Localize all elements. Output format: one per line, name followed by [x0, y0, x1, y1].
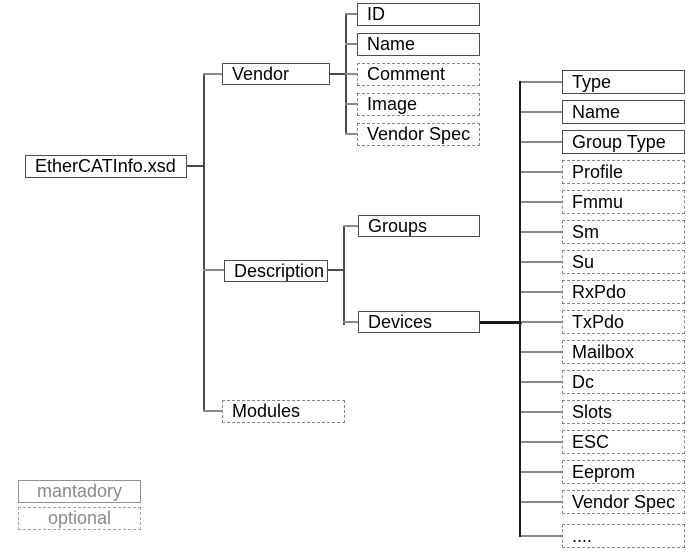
node-profile: Profile [562, 160, 685, 184]
connector-line [343, 321, 358, 323]
node-mailbox: Mailbox [562, 340, 685, 364]
node-device-vendor-spec: Vendor Spec [562, 490, 685, 514]
node-type: Type [562, 70, 685, 94]
connector-line [187, 165, 205, 167]
connector-line [521, 411, 562, 413]
connector-line [521, 201, 562, 203]
node-eeprom: Eeprom [562, 460, 685, 484]
node-modules: Modules [222, 400, 345, 423]
connector-line [345, 103, 357, 105]
node-esc: ESC [562, 430, 685, 454]
node-root: EtherCATInfo.xsd [25, 155, 187, 178]
connector-line [521, 231, 562, 233]
node-id: ID [357, 3, 480, 26]
connector-line [203, 73, 205, 412]
node-vendor-spec: Vendor Spec [357, 123, 480, 146]
node-devices: Devices [358, 311, 480, 333]
node-rxpdo: RxPdo [562, 280, 685, 304]
connector-line [521, 501, 562, 503]
connector-line [330, 73, 347, 75]
connector-line [203, 269, 224, 271]
connector-line [521, 471, 562, 473]
node-groups: Groups [358, 215, 480, 237]
connector-line [343, 225, 358, 227]
node-dc: Dc [562, 370, 685, 394]
connector-line [203, 73, 222, 75]
connector-line [521, 381, 562, 383]
node-slots: Slots [562, 400, 685, 424]
connector-line [345, 133, 357, 135]
connector-line [521, 291, 562, 293]
legend-mandatory: mantadory [18, 480, 141, 503]
legend-optional: optional [18, 507, 141, 530]
connector-line [519, 81, 521, 537]
node-device-name: Name [562, 100, 685, 124]
connector-line [521, 441, 562, 443]
node-fmmu: Fmmu [562, 190, 685, 214]
node-ellipsis: .... [562, 524, 685, 548]
connector-line [345, 43, 357, 45]
connector-line [521, 171, 562, 173]
connector-line [328, 269, 345, 271]
connector-line [345, 73, 357, 75]
connector-line [203, 410, 222, 412]
node-sm: Sm [562, 220, 685, 244]
node-description: Description [224, 260, 328, 282]
node-image: Image [357, 93, 480, 116]
connector-line [521, 81, 562, 83]
connector-line [521, 261, 562, 263]
connector-line [521, 111, 562, 113]
connector-line [521, 535, 562, 537]
connector-line [521, 321, 562, 323]
node-comment: Comment [357, 63, 480, 86]
connector-line [521, 141, 562, 143]
connector-line [521, 351, 562, 353]
node-su: Su [562, 250, 685, 274]
node-name: Name [357, 33, 480, 56]
connector-line [480, 321, 522, 324]
connector-line [343, 225, 345, 325]
node-vendor: Vendor [222, 63, 330, 85]
node-txpdo: TxPdo [562, 310, 685, 334]
connector-line [345, 13, 357, 15]
node-group-type: Group Type [562, 130, 685, 154]
